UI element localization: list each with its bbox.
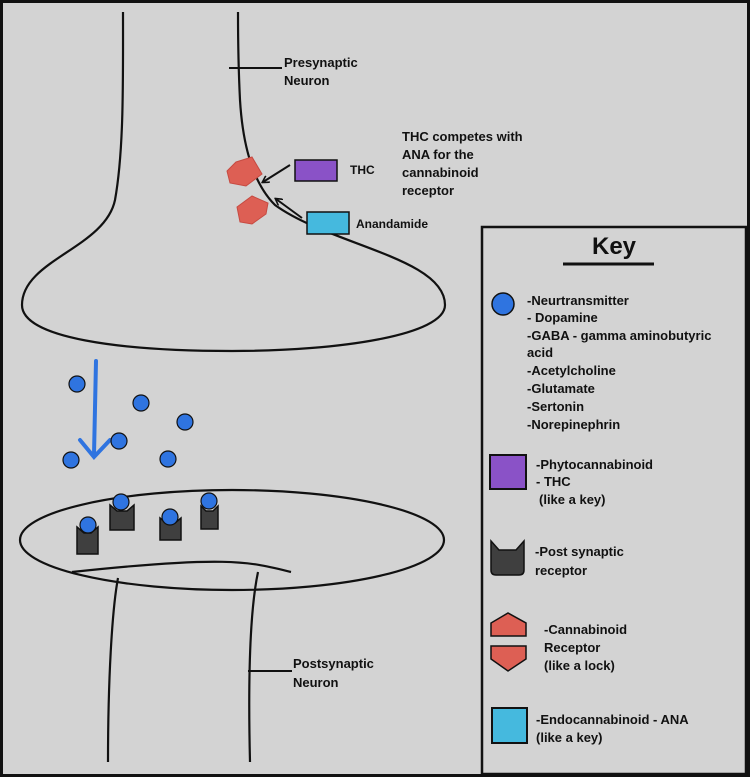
key-cannabinoid-receptor-icon-bottom xyxy=(490,645,527,672)
key-neurotransmitter-line: -Norepinephrin xyxy=(527,417,620,432)
neurotransmitter-dot xyxy=(62,451,80,469)
competes-line-4: receptor xyxy=(402,183,454,198)
neurotransmitter-dot xyxy=(176,413,194,431)
bound-neurotransmitter xyxy=(79,516,97,534)
key-post-receptor-line: receptor xyxy=(535,563,587,578)
presynaptic-label-line-2: Neuron xyxy=(284,73,330,88)
bound-neurotransmitter xyxy=(200,492,218,510)
key-neurotransmitter-line: -GABA - gamma aminobutyric xyxy=(527,328,711,343)
post-synaptic-receptor xyxy=(200,504,219,530)
competes-line-2: ANA for the xyxy=(402,147,474,162)
key-cannabinoid-receptor-icon-top xyxy=(490,612,527,637)
key-neurotransmitter-line: acid xyxy=(527,345,553,360)
key-phytocannabinoid-line: (like a key) xyxy=(539,492,606,507)
anandamide-square xyxy=(306,211,350,235)
presynaptic-label-line-1: Presynaptic xyxy=(284,55,358,70)
key-panel xyxy=(480,225,748,776)
key-thc-icon xyxy=(489,454,527,490)
anandamide-label: Anandamide xyxy=(356,217,428,231)
competes-line-1: THC competes with xyxy=(402,129,523,144)
neurotransmitter-dot xyxy=(68,375,86,393)
bound-neurotransmitter xyxy=(112,493,130,511)
key-cannabinoid-receptor-line: Receptor xyxy=(544,640,600,655)
competes-line-3: cannabinoid xyxy=(402,165,479,180)
postsynaptic-neuron-body xyxy=(71,560,292,763)
key-endocannabinoid-line: -Endocannabinoid - ANA xyxy=(536,712,689,727)
key-neurotransmitter-icon xyxy=(491,292,515,316)
thc-arrow xyxy=(263,164,291,182)
key-neurotransmitter-line: -Acetylcholine xyxy=(527,363,616,378)
key-neurotransmitter-line: - Dopamine xyxy=(527,310,598,325)
key-neurotransmitter-line: -Neurtransmitter xyxy=(527,293,629,308)
key-cannabinoid-receptor-line: -Cannabinoid xyxy=(544,622,627,637)
post-synaptic-receptor xyxy=(76,525,99,555)
cannabinoid-receptor-lower xyxy=(236,195,269,225)
key-title: Key xyxy=(592,233,637,260)
neurotransmitter-dot xyxy=(132,394,150,412)
key-phytocannabinoid-line: - THC xyxy=(536,474,571,489)
key-cannabinoid-receptor-line: (like a lock) xyxy=(544,658,615,673)
key-post-receptor-line: -Post synaptic xyxy=(535,544,624,559)
postsynaptic-label-line-1: Postsynaptic xyxy=(293,656,374,671)
thc-label: THC xyxy=(350,163,375,177)
neurotransmitter-dot xyxy=(110,432,128,450)
postsynaptic-label-line-2: Neuron xyxy=(293,675,339,690)
key-endocannabinoid-line: (like a key) xyxy=(536,730,603,745)
key-anandamide-icon xyxy=(491,707,528,744)
post-synaptic-receptor xyxy=(109,503,135,531)
anandamide-arrow xyxy=(276,199,303,219)
key-phytocannabinoid-line: -Phytocannabinoid xyxy=(536,457,653,472)
cannabinoid-receptor-upper xyxy=(226,156,263,187)
key-neurotransmitter-line: -Sertonin xyxy=(527,399,584,414)
release-arrow xyxy=(78,359,112,461)
neurotransmitter-dot xyxy=(159,450,177,468)
thc-square xyxy=(294,159,338,182)
bound-neurotransmitter xyxy=(161,508,179,526)
key-post-receptor-icon xyxy=(490,539,525,576)
key-neurotransmitter-line: -Glutamate xyxy=(527,381,595,396)
